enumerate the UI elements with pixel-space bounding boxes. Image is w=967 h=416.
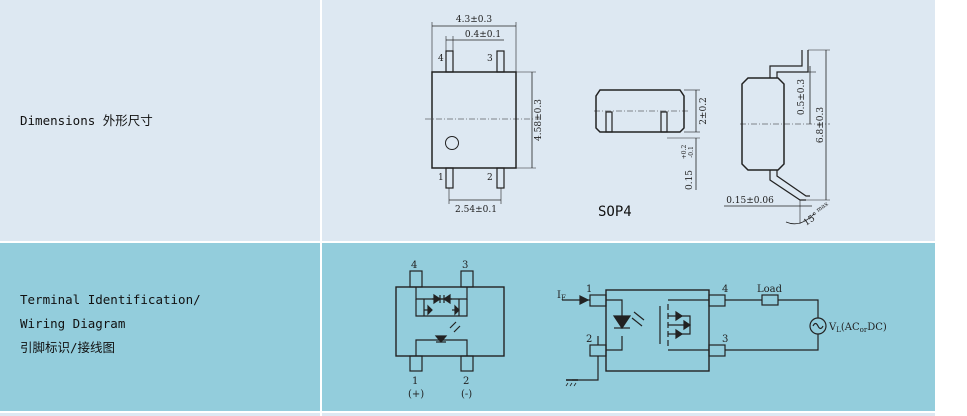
lead-tolerance-minus: -0.1 <box>688 146 695 158</box>
pin-number: 2 <box>487 173 493 183</box>
load-label: Load <box>757 284 783 295</box>
lead-thickness-dim: 0.15 <box>685 170 695 190</box>
wiring-pin-label: 3 <box>722 334 728 345</box>
package-name: SOP4 <box>598 204 632 220</box>
overall-width-dim: 6.8±0.3 <box>816 107 826 143</box>
wiring-pin-label: 2 <box>586 334 592 345</box>
side-view-body <box>595 89 685 133</box>
pin1-marker <box>445 136 459 150</box>
body-height-dim: 4.58±0.3 <box>534 99 544 141</box>
pinout-polarity: (+) <box>408 389 424 400</box>
pin-pitch-dim: 2.54±0.1 <box>455 205 497 215</box>
terminal-row <box>0 242 935 412</box>
side-height-dim: 2±0.2 <box>699 97 709 125</box>
pinout-pin-label: 2 <box>463 376 469 387</box>
terminal-label-line: Wiring Diagram <box>20 316 126 331</box>
pinout-pin-label: 4 <box>411 260 417 271</box>
max-angle-suffix: max <box>815 200 830 213</box>
wiring-pin-label: 4 <box>722 284 728 295</box>
column-divider <box>320 0 322 416</box>
wiring-pin-label: 1 <box>586 284 592 295</box>
dimensions-label: Dimensions 外形尺寸 <box>20 113 153 128</box>
lead-tolerance-plus: +0.2 <box>681 145 688 160</box>
pin-3 <box>496 50 505 73</box>
input-current-label: IF <box>557 290 566 302</box>
pin-number: 4 <box>438 54 444 64</box>
pinout-polarity: (-) <box>461 389 472 400</box>
top-width-dim: 4.3±0.3 <box>456 15 492 25</box>
lead-offset-dim: 0.5±0.3 <box>797 79 807 115</box>
pin-1 <box>445 167 454 189</box>
row-divider <box>0 241 935 243</box>
max-angle-dim: 15° <box>802 211 821 228</box>
pin-4 <box>445 50 454 73</box>
pinout-body <box>395 286 505 357</box>
pinout-pin-label: 1 <box>412 376 418 387</box>
dimension-drawing: 4.3±0.3 0.4±0.1 4 3 1 2 4.58±0.3 2.54±0.… <box>425 15 830 228</box>
pin-width-dim: 0.4±0.1 <box>465 30 501 40</box>
pin-number: 3 <box>487 54 493 64</box>
pinout-pin-label: 3 <box>462 260 468 271</box>
end-view-body <box>741 77 785 171</box>
pin-2 <box>496 167 505 189</box>
standoff-dim: 0.15±0.06 <box>726 196 774 206</box>
terminal-label: Terminal Identification/ Wiring Diagram … <box>20 288 201 360</box>
top-view-body <box>431 71 517 169</box>
pin-number: 1 <box>438 173 444 183</box>
source-label: VL(ACorDC) <box>828 322 887 334</box>
load-resistor <box>761 294 779 306</box>
wiring-drawing: 4 3 1 2 (+) (-) IF 1 2 4 3 Load VL(ACorD… <box>395 260 887 400</box>
terminal-label-line: Terminal Identification/ <box>20 292 201 307</box>
terminal-label-line: 引脚标识/接线图 <box>20 340 116 355</box>
row-divider <box>0 411 935 413</box>
relay-body <box>605 289 710 372</box>
next-row <box>0 412 935 416</box>
